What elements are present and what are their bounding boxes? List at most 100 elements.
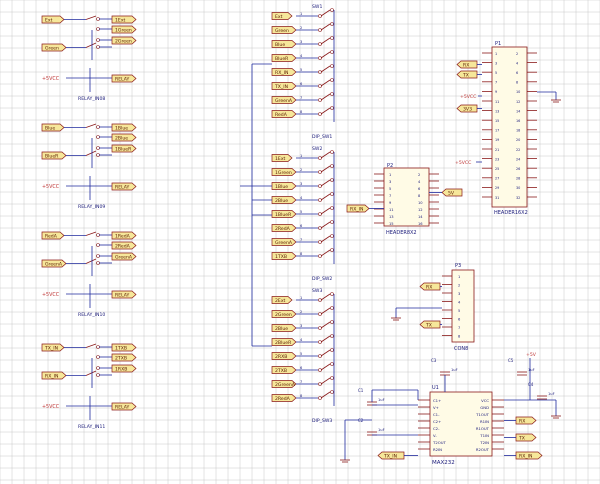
switch-lever [320,93,331,101]
switch-port [271,380,297,388]
switch-pin-number: 8 [300,252,303,256]
switch-port [271,68,297,76]
switch-port-label: 2BlueR [275,340,292,346]
relay-output-port-label: 2Blue [115,135,128,141]
relay-output-port [111,343,137,352]
switch-terminal [330,192,334,196]
switch-lever [320,165,331,173]
header-p2-port-label: 5V [448,190,455,196]
switch-port-label: BlueR [275,56,289,62]
header-p2-ref: P2 [387,163,393,169]
capacitor-value: 1uF [378,428,385,432]
relay-coil-port [111,182,137,191]
capacitor-ref: C1 [358,388,364,393]
switch-lever [320,207,331,215]
header-pin-number: 11 [389,208,394,212]
header-pin-number: 11 [495,100,499,104]
header-pin-number: 2 [458,283,460,287]
switch-pin-number: 3 [300,182,302,186]
switch-lever [320,221,331,229]
header-p2-body [383,167,430,227]
relay-vcc-label: +5VCC [42,76,60,82]
capacitor-value: 1uF [548,392,555,396]
relay-output-port [111,36,137,45]
relay-input-port-label: TX_IN [44,345,58,351]
relay-name-label: RELAY_IN11 [78,424,105,430]
switch-pin-number: 4 [300,338,303,342]
switch-terminal [330,390,334,394]
switch-port [271,82,297,90]
switch-port-label: 1Green [275,170,292,176]
switch-port-label: RX_IN [275,70,288,76]
relay-contact [85,343,97,348]
header-pin-number: 17 [495,129,499,133]
switch-terminal [330,22,334,26]
capacitor-ref: C4 [528,382,534,387]
ic-port [515,451,543,460]
relay-coil-port [111,74,137,83]
header-pin-number: 8 [418,194,421,198]
relay-output-port-label: 1RXB [115,366,127,372]
relay-output-port [111,123,137,132]
switch-terminal [330,92,334,96]
header-pin-number: 6 [418,187,421,191]
header-pin-number: 3 [458,292,460,296]
relay-input-port [41,231,65,240]
header-pin-number: 10 [418,201,423,205]
header-p3-body [451,269,475,343]
switch-port-label: GreenA [275,98,293,104]
relay-input-port [41,371,67,380]
relay-output-port [111,133,137,142]
ic-name: MAX232 [432,460,455,466]
ic-port-label: RX [519,418,525,424]
relay-input-port [41,343,65,352]
capacitor-ref: C2 [358,418,364,423]
relay-contact [85,258,97,264]
header-pin-number: 9 [389,201,392,205]
switch-port [271,110,297,118]
ic-pin-label: T1IN [479,433,489,438]
relay-output-port-label: 2Green [115,38,132,44]
relay-output-port [111,25,137,34]
switch-port-label: 1Blue [275,184,288,190]
header-pin-number: 1 [389,173,391,177]
ic-pin-label: R2OUT [476,447,490,452]
header-p3-name: CON8 [454,346,468,352]
header-pin-number: 12 [418,208,423,212]
switch-port [271,26,297,34]
switch-lever [320,79,331,87]
relay-output-port-label: 1Blue [115,125,128,131]
header-pin-number: 8 [458,334,461,338]
wiring [240,63,272,347]
switch-name-label: DIP_SW3 [312,418,332,424]
switch-lever [320,179,331,187]
header-pin-number: 5 [458,309,460,313]
switch-terminal [330,150,334,154]
switch-port [271,96,297,104]
ic-ref: U1 [432,385,439,391]
relay-output-port [111,353,137,362]
capacitor-ref: C5 [508,358,514,363]
relay-contact [85,370,97,376]
switch-terminal [330,36,334,40]
relay-input-port-label: Green [45,45,59,51]
switch-terminal [330,106,334,110]
header-pin-number: 26 [516,167,520,171]
ic-pin-label: C2+ [433,419,441,424]
switch-lever [320,377,331,385]
header-pin-number: 5 [495,71,497,75]
header-pin-number: 21 [495,148,499,152]
switch-terminal [330,78,334,82]
header-pin-number: 19 [495,138,499,142]
relay-contact [85,231,97,236]
switch-lever [320,151,331,159]
ic-pin-label: C2- [433,426,440,431]
header-pin-number: 23 [495,157,499,161]
header-pin-number: 14 [516,109,520,113]
switch-pin-number: 4 [300,54,303,58]
switch-pin-number: 6 [300,82,303,86]
switch-lever [320,23,331,31]
